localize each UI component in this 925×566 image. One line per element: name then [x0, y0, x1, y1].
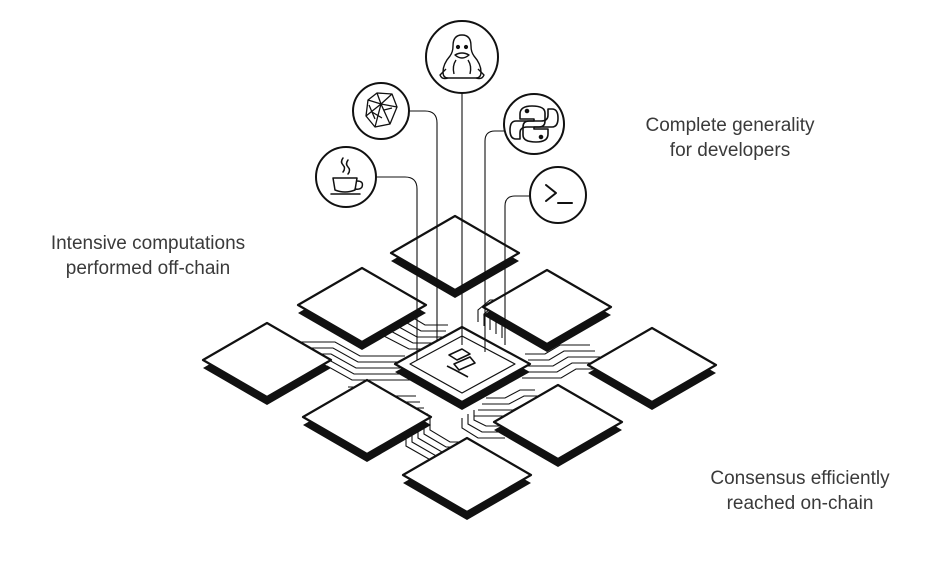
java-icon — [315, 146, 377, 208]
center-chip — [393, 325, 532, 410]
label-generality-line2: for developers — [669, 140, 791, 161]
label-offchain-computation: Intensive computations performed off-cha… — [18, 231, 278, 281]
node-top — [389, 214, 521, 300]
node-lower-right — [492, 383, 624, 469]
connector-lines — [373, 84, 535, 360]
label-consensus-line1: Consensus efficiently — [710, 468, 890, 489]
node-upper-right — [481, 268, 613, 354]
label-onchain-consensus: Consensus efficiently reached on-chain — [680, 466, 920, 516]
label-developer-generality: Complete generality for developers — [620, 113, 840, 163]
node-right — [586, 326, 718, 412]
ruby-icon — [352, 82, 410, 140]
label-generality-line1: Complete generality — [645, 115, 815, 136]
node-bottom — [401, 436, 533, 522]
label-offchain-line1: Intensive computations — [50, 233, 246, 254]
label-offchain-line2: performed off-chain — [65, 258, 231, 279]
terminal-icon — [529, 166, 587, 224]
node-left — [201, 321, 333, 407]
linux-icon — [425, 20, 499, 94]
cartesi-logo-icon — [446, 348, 476, 378]
python-icon — [503, 93, 565, 155]
label-consensus-line2: reached on-chain — [726, 493, 874, 514]
node-upper-left — [296, 266, 428, 352]
